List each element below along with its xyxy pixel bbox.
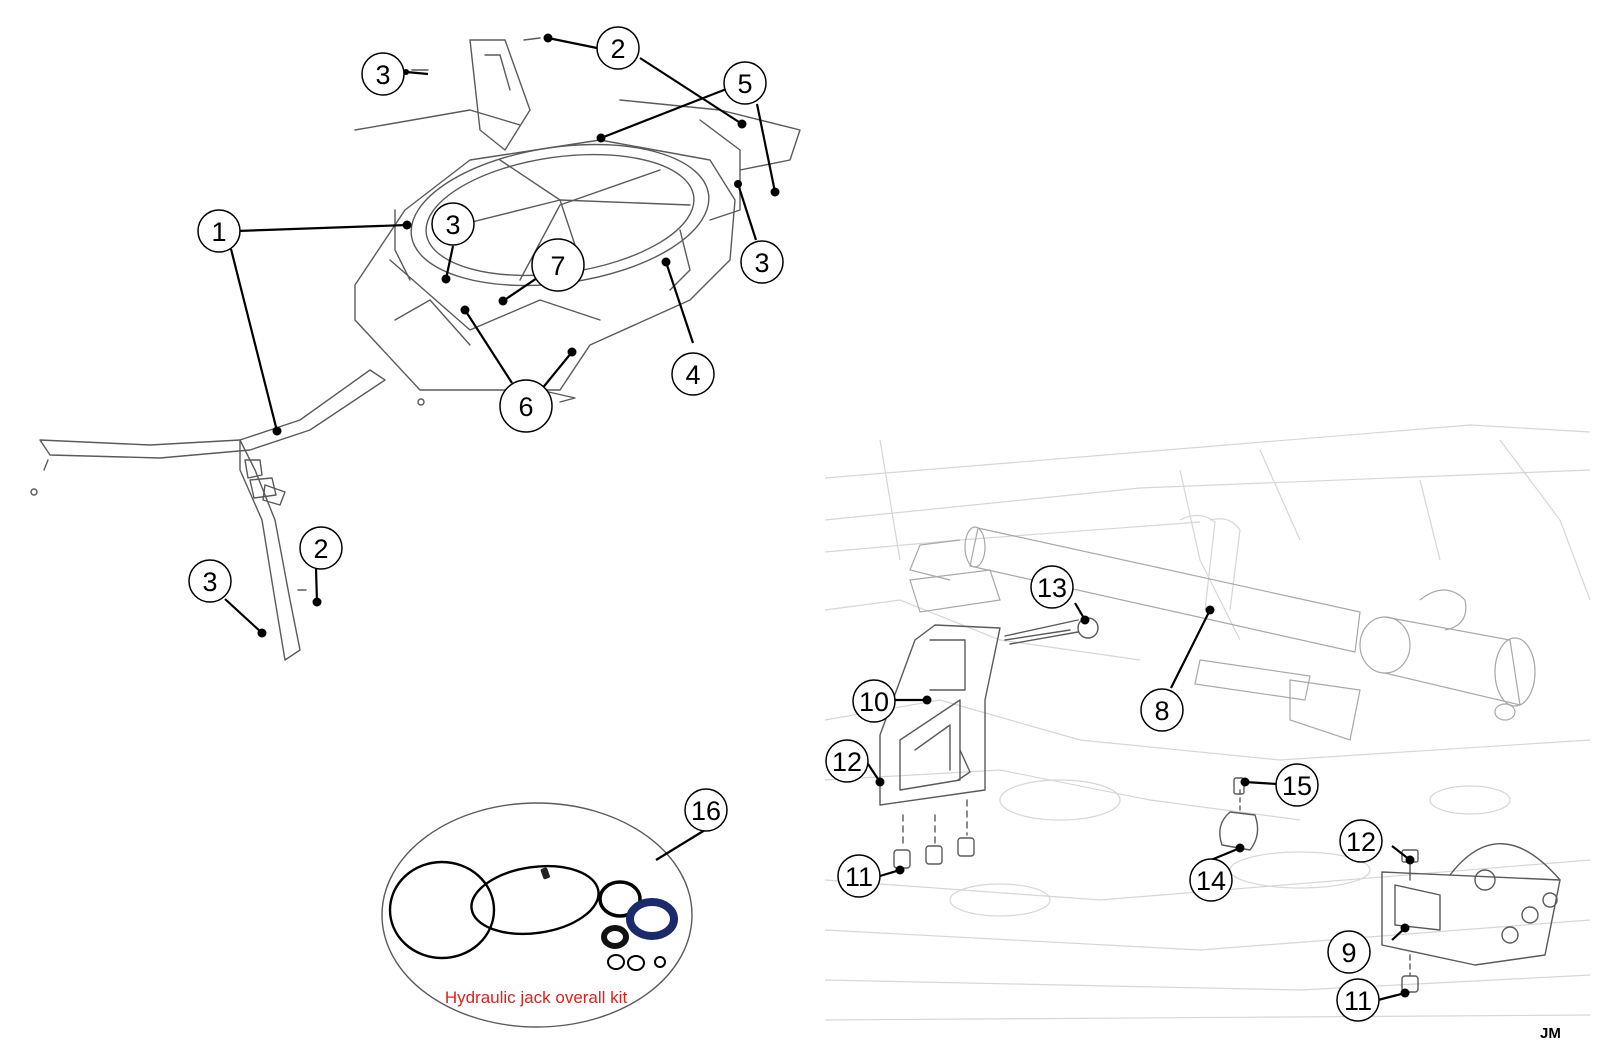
callout-label: 15 xyxy=(1282,771,1312,801)
callout-label: 3 xyxy=(375,60,390,90)
front-jack-bracket xyxy=(879,617,1099,806)
callout-3-center: 3 xyxy=(431,202,475,246)
kit-washer-black xyxy=(601,925,629,949)
callout-label: 9 xyxy=(1341,938,1356,968)
callout-label: 11 xyxy=(1344,986,1372,1016)
callout-4: 4 xyxy=(671,352,715,396)
callout-2-strap: 2 xyxy=(299,526,343,570)
callout-label: 2 xyxy=(610,34,625,64)
tie-down-strap xyxy=(30,37,541,661)
callout-12-right: 12 xyxy=(1339,819,1383,863)
callout-label: 10 xyxy=(859,687,889,717)
callout-6: 6 xyxy=(499,379,553,433)
callout-label: 1 xyxy=(211,217,226,247)
callout-label: 3 xyxy=(202,567,217,597)
callout-label: 2 xyxy=(313,534,328,564)
callout-label: 3 xyxy=(445,210,460,240)
callout-15: 15 xyxy=(1275,763,1319,807)
callout-7: 7 xyxy=(531,238,585,292)
callout-label: 14 xyxy=(1196,866,1226,896)
callout-label: 13 xyxy=(1037,573,1067,603)
bracket-nuts xyxy=(893,799,975,869)
kit-oring-medium xyxy=(470,864,600,936)
callout-label: 6 xyxy=(518,392,533,422)
kit-label: Hydraulic jack overall kit xyxy=(445,988,628,1007)
callout-14: 14 xyxy=(1189,858,1233,902)
callout-3-top: 3 xyxy=(361,52,405,96)
kit-washer-1 xyxy=(607,954,625,970)
jack-clamp xyxy=(1219,777,1259,851)
callout-3-strap: 3 xyxy=(188,559,232,603)
callout-label: 3 xyxy=(754,248,769,278)
leader-lines xyxy=(224,36,1411,1002)
callout-11-left: 11 xyxy=(837,854,881,898)
callout-label: 12 xyxy=(832,747,862,777)
callout-16: 16 xyxy=(684,788,728,832)
callout-label: 4 xyxy=(685,360,700,390)
kit-washer-2 xyxy=(627,955,645,971)
hydraulic-jack-tube xyxy=(909,526,1536,741)
callout-13: 13 xyxy=(1030,565,1074,609)
callout-3-right: 3 xyxy=(740,240,784,284)
callout-5: 5 xyxy=(723,61,767,105)
callout-12-left: 12 xyxy=(825,739,869,783)
kit-seal-ring xyxy=(598,880,642,918)
rear-jack-bracket xyxy=(1381,843,1561,993)
callout-8: 8 xyxy=(1140,688,1184,732)
callout-2-top: 2 xyxy=(596,26,640,70)
kit-oring-large xyxy=(388,860,496,960)
callout-label: 12 xyxy=(1346,827,1376,857)
kit-seal-blue xyxy=(626,898,678,940)
kit-washer-3 xyxy=(654,956,666,968)
callout-11-right: 11 xyxy=(1336,978,1380,1022)
callout-label: 16 xyxy=(691,796,721,826)
kit-pin xyxy=(540,867,550,880)
hydraulic-jack-kit: Hydraulic jack overall kit xyxy=(381,802,693,1028)
vehicle-underbody-background xyxy=(824,424,1591,1021)
callout-label: 11 xyxy=(845,862,873,892)
callout-9: 9 xyxy=(1327,930,1371,974)
callout-10: 10 xyxy=(852,679,896,723)
callout-label: 7 xyxy=(550,251,565,281)
callout-label: 5 xyxy=(737,69,752,99)
callout-1: 1 xyxy=(197,209,241,253)
callout-label: 8 xyxy=(1154,696,1169,726)
leader-dots xyxy=(257,33,1415,998)
corner-mark: JM xyxy=(1540,1025,1561,1042)
